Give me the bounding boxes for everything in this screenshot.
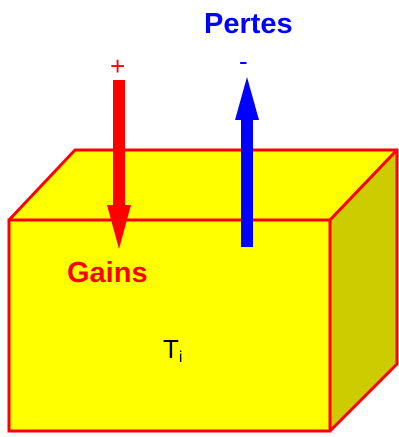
- temperature-symbol: T: [163, 334, 179, 364]
- interior-temperature-label: Ti: [163, 334, 182, 366]
- gain-arrow-icon: [107, 80, 131, 249]
- gain-arrow-shaft: [113, 80, 125, 208]
- losses-label: Pertes: [204, 8, 293, 40]
- loss-arrow-shaft: [241, 116, 253, 247]
- gain-arrow-head: [107, 205, 131, 249]
- loss-arrow-icon: [235, 77, 259, 247]
- loss-arrow-head: [235, 77, 259, 120]
- minus-sign: -: [239, 46, 248, 76]
- gains-label: Gains: [67, 257, 148, 289]
- box-front-face: [7, 218, 332, 433]
- plus-sign: +: [110, 51, 126, 81]
- temperature-subscript: i: [178, 349, 183, 366]
